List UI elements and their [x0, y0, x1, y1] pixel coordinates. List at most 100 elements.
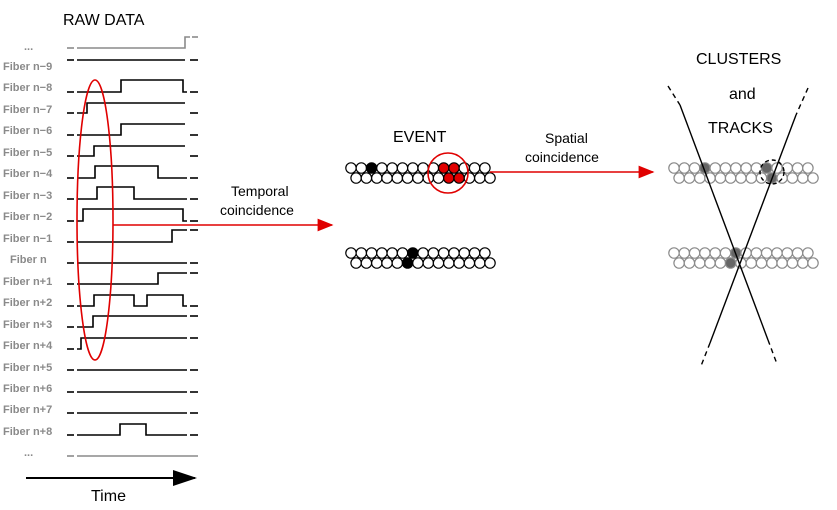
fiber-signal [67, 423, 198, 436]
fiber-signal [67, 315, 198, 328]
fiber-cell [468, 162, 481, 174]
fiber-label: Fiber n+8 [3, 426, 52, 438]
fiber-signal [67, 102, 198, 114]
fiber-signal [67, 145, 198, 157]
fiber-signal-traces [67, 36, 198, 457]
fiber-signal [67, 165, 198, 179]
fiber-cell [396, 162, 409, 174]
fiber-cell [355, 162, 368, 174]
fiber-cell [479, 162, 491, 174]
fiber-cell [391, 172, 404, 184]
fiber-label: Fiber n+1 [3, 276, 52, 288]
event-title: EVENT [393, 129, 447, 146]
fiber-cell [673, 257, 685, 269]
fiber-cell [376, 247, 388, 259]
fiber-cell [417, 247, 429, 259]
cluster-fiber-layer-bottom [668, 247, 819, 269]
fiber-cell [376, 162, 388, 174]
fiber-label: Fiber n [10, 254, 47, 266]
temporal-selection-ellipse [76, 79, 114, 361]
fiber-cell [786, 172, 799, 184]
fiber-cell [350, 257, 362, 269]
fiber-labels: ... Fiber n−9 Fiber n−8 Fiber n−7 Fiber … [3, 41, 53, 459]
fiber-cell [796, 172, 809, 184]
fiber-label: ... [24, 41, 33, 53]
fiber-cell [355, 247, 368, 259]
fiber-cell [473, 257, 486, 269]
fiber-cell [345, 247, 357, 259]
fiber-cell [755, 257, 768, 269]
fiber-cell [432, 172, 445, 184]
fiber-cell [386, 162, 398, 174]
fiber-label: Fiber n−3 [3, 190, 52, 202]
fiber-cell [442, 257, 455, 269]
fiber-cell [345, 162, 357, 174]
fiber-label: Fiber n−5 [3, 147, 52, 159]
fiber-signal [67, 36, 198, 49]
clusters-title-line1: CLUSTERS [696, 51, 781, 68]
fiber-cell [791, 162, 804, 174]
fiber-label: Fiber n+2 [3, 297, 52, 309]
fiber-cell [683, 172, 696, 184]
fiber-cell [714, 257, 727, 269]
fiber-cell [479, 247, 491, 259]
fiber-cell [442, 172, 455, 184]
fiber-label: ... [24, 447, 33, 459]
track-line [667, 85, 778, 365]
raw-data-title: RAW DATA [63, 12, 145, 29]
fiber-label: Fiber n+5 [3, 362, 52, 374]
time-axis-label: Time [91, 488, 126, 505]
fiber-cell [412, 257, 424, 269]
fiber-cell [740, 162, 752, 174]
fiber-cell [401, 172, 414, 184]
fiber-signal [67, 294, 198, 307]
fiber-cell [360, 172, 373, 184]
fiber-cell [381, 257, 393, 269]
fiber-cell [448, 162, 460, 174]
fiber-cell [458, 247, 471, 259]
fiber-cell [766, 257, 778, 269]
fiber-cell [781, 247, 794, 259]
fiber-cell [719, 162, 732, 174]
fiber-cell [396, 247, 409, 259]
fiber-cell [365, 247, 378, 259]
fiber-cell [714, 172, 727, 184]
fiber-cell [693, 257, 706, 269]
fiber-cell [678, 247, 691, 259]
fiber-cell [484, 257, 496, 269]
fiber-signal [67, 229, 198, 243]
fiber-cell [365, 162, 378, 174]
spatial-label-line1: Spatial [545, 130, 588, 146]
clusters-title-line2: and [729, 86, 756, 103]
fiber-cell [802, 162, 814, 174]
fiber-cell [453, 172, 465, 184]
clusters-title-line3: TRACKS [708, 120, 773, 137]
spatial-selection-circle [427, 152, 469, 194]
fiber-cell [412, 172, 424, 184]
fiber-label: Fiber n−9 [3, 61, 52, 73]
fiber-cell [673, 172, 685, 184]
fiber-cell [448, 247, 460, 259]
fiber-cell [802, 247, 814, 259]
cluster-fiber-layer-top [668, 162, 819, 184]
fiber-cell [745, 257, 758, 269]
fiber-cell [709, 162, 721, 174]
fiber-cell [776, 257, 788, 269]
fiber-cell [688, 162, 701, 174]
fiber-cell [688, 247, 701, 259]
spatial-label-line2: coincidence [525, 149, 599, 165]
fiber-signal [67, 79, 198, 93]
fiber-cell [370, 257, 383, 269]
fiber-cell [735, 172, 747, 184]
fiber-cell [406, 247, 419, 259]
fiber-cell [668, 247, 680, 259]
fiber-cell [709, 247, 721, 259]
fiber-label: Fiber n−1 [3, 233, 52, 245]
fiber-cell [719, 247, 732, 259]
track-line [700, 87, 809, 367]
fiber-cell [463, 257, 476, 269]
fiber-cell [381, 172, 393, 184]
fiber-cell [432, 257, 445, 269]
fiber-cell [473, 172, 486, 184]
